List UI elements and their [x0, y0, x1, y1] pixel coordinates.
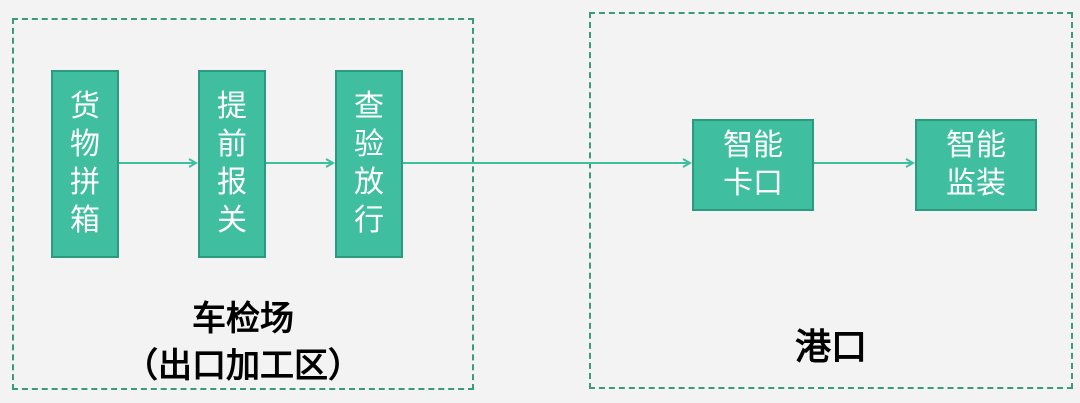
step-smart-gate: 智能卡口	[692, 119, 814, 211]
zone-left-title: 车检场	[192, 299, 294, 339]
zone-port	[589, 12, 1073, 389]
zone-right-title: 港口	[794, 327, 867, 368]
step-gate-label: 智能卡口	[723, 128, 783, 201]
step-monitor-label: 智能监装	[946, 128, 1006, 201]
zone-vehicle-inspection	[12, 18, 474, 390]
step-smart-loading-monitor: 智能监装	[915, 119, 1037, 211]
step-declare-label: 提前报关	[217, 89, 247, 238]
step-inspection-release: 查验放行	[335, 70, 403, 258]
step-inspect-label: 查验放行	[354, 89, 384, 238]
zone-left-subtitle: （出口加工区）	[124, 346, 362, 386]
step-cargo-label: 货物拼箱	[70, 89, 100, 238]
step-cargo-consolidation: 货物拼箱	[51, 70, 119, 258]
step-advance-declaration: 提前报关	[198, 70, 266, 258]
